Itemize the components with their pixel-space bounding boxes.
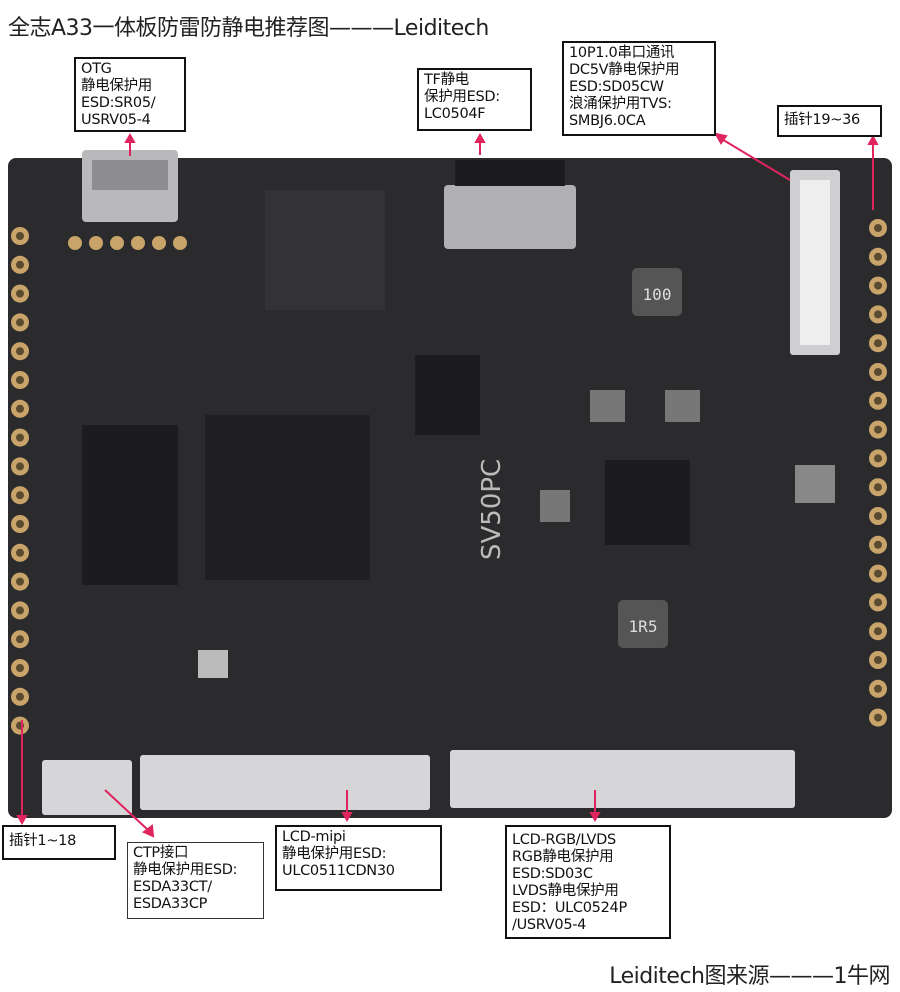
callout-line: 静电保护用ESD: — [133, 862, 238, 878]
inductor-1r5 — [618, 600, 668, 648]
page-title: 全志A33一体板防雷防静电推荐图———Leiditech — [8, 16, 489, 41]
pin-hole — [16, 376, 24, 384]
pin-hole — [16, 692, 24, 701]
pmic-chip — [605, 460, 690, 545]
pin-hole — [874, 281, 882, 290]
callout-line: 10P1.0串口通讯 — [569, 45, 675, 61]
callout-arrows — [16, 132, 879, 838]
pin-hole — [16, 664, 24, 672]
usb-pad — [152, 236, 166, 250]
pin-hole — [16, 318, 24, 327]
usb-pad — [68, 236, 82, 250]
pin-hole — [874, 252, 882, 261]
pin-hole — [874, 483, 882, 492]
callout-line: LVDS静电保护用 — [512, 883, 619, 899]
pin-hole — [16, 260, 24, 269]
pin-hole — [874, 224, 882, 232]
usb-pads — [68, 236, 187, 250]
callout-line: LCD-mipi — [282, 829, 346, 845]
pin-hole — [16, 404, 24, 413]
callout-otg: OTG 静电保护用 ESD:SR05/ USRV05-4 — [74, 57, 186, 132]
pin-hole — [874, 368, 882, 376]
callout-ctp: CTP接口 静电保护用ESD: ESDA33CT/ ESDA33CP — [127, 842, 264, 919]
callout-line: ULC0511CDN30 — [282, 863, 395, 879]
callout-line: ESDA33CP — [133, 896, 208, 912]
pin-hole — [874, 310, 882, 319]
callout-line: ESD：ULC0524P — [512, 900, 627, 916]
pin-hole — [874, 569, 882, 578]
callout-lcd-mipi: LCD-mipi 静电保护用ESD: ULC0511CDN30 — [275, 825, 442, 891]
callout-line: ESD:SD03C — [512, 866, 593, 882]
pin-hole — [16, 606, 24, 615]
callout-line: RGB静电保护用 — [512, 849, 614, 865]
inductor-label: 1R5 — [629, 617, 658, 636]
usb-pad — [89, 236, 103, 250]
silkscreen-model: SV50PC — [477, 459, 507, 560]
pin-hole — [874, 627, 882, 636]
pin-hole — [874, 396, 882, 405]
ctp-connector — [42, 760, 132, 815]
callout-pins-left: 插针1~18 — [2, 825, 116, 860]
pin-hole — [874, 454, 882, 463]
callout-line: SMBJ6.0CA — [569, 113, 646, 129]
eeprom-chip — [415, 355, 480, 435]
callout-line: 插针1~18 — [9, 833, 77, 849]
pin-hole — [16, 462, 24, 471]
pin-hole — [16, 433, 24, 442]
pin-hole — [16, 491, 24, 500]
usb-pad — [110, 236, 124, 250]
pin-hole — [16, 548, 24, 557]
callout-line: OTG — [81, 61, 112, 77]
callout-line: ESD:SR05/ — [81, 95, 156, 111]
pin-hole — [874, 598, 882, 607]
callout-line: LC0504F — [424, 106, 486, 122]
usb-pad — [131, 236, 145, 250]
header-pins-right — [869, 219, 887, 727]
callout-line: USRV05-4 — [81, 112, 151, 128]
nand-flash-chip — [82, 425, 178, 585]
bga-footprint — [265, 190, 385, 310]
callout-line: ESD:SD05CW — [569, 79, 664, 95]
pcb-substrate — [8, 158, 892, 818]
a33-soc-chip — [205, 415, 370, 580]
pin-hole — [874, 684, 882, 693]
callout-lcd-rgb-lvds: LCD-RGB/LVDS RGB静电保护用 ESD:SD03C LVDS静电保护… — [505, 825, 671, 939]
callout-pins-right: 插针19~36 — [777, 105, 882, 137]
callout-line: 浪涌保护用TVS: — [569, 96, 672, 112]
callout-tf: TF静电 保护用ESD: LC0504F — [417, 68, 532, 131]
callout-line: ESDA33CT/ — [133, 879, 212, 895]
pin-hole — [874, 713, 882, 722]
pin-hole — [874, 656, 882, 664]
callout-serial: 10P1.0串口通讯 DC5V静电保护用 ESD:SD05CW 浪涌保护用TVS… — [562, 41, 716, 136]
pin-hole — [16, 577, 24, 586]
pin-hole — [16, 635, 24, 644]
callout-line: 插针19~36 — [784, 112, 860, 128]
pin-hole — [16, 520, 24, 528]
pin-hole — [874, 512, 882, 520]
callout-line: 静电保护用 — [81, 78, 152, 94]
source-credit: Leiditech图来源———1牛网 — [609, 964, 890, 989]
tf-card-slot — [444, 185, 576, 249]
callout-line: /USRV05-4 — [512, 917, 587, 933]
pin-hole — [16, 289, 24, 298]
pin-hole — [16, 347, 24, 356]
callout-line: DC5V静电保护用 — [569, 62, 680, 78]
callout-line: 保护用ESD: — [424, 89, 500, 105]
pin-hole — [874, 540, 882, 549]
pin-hole — [874, 425, 882, 434]
lcd-mipi-connector — [140, 755, 430, 810]
pin-hole — [16, 232, 24, 240]
callout-line: 静电保护用ESD: — [282, 846, 387, 862]
lcd-rgb-connector — [450, 750, 795, 808]
pin-hole — [874, 339, 882, 348]
inductor-label: 100 — [643, 285, 672, 304]
inductor-100 — [632, 268, 682, 316]
callout-line: CTP接口 — [133, 845, 189, 861]
callout-line: LCD-RGB/LVDS — [512, 832, 616, 848]
header-pins-left — [11, 227, 29, 735]
usb-pad — [173, 236, 187, 250]
callout-line: TF静电 — [424, 72, 469, 88]
